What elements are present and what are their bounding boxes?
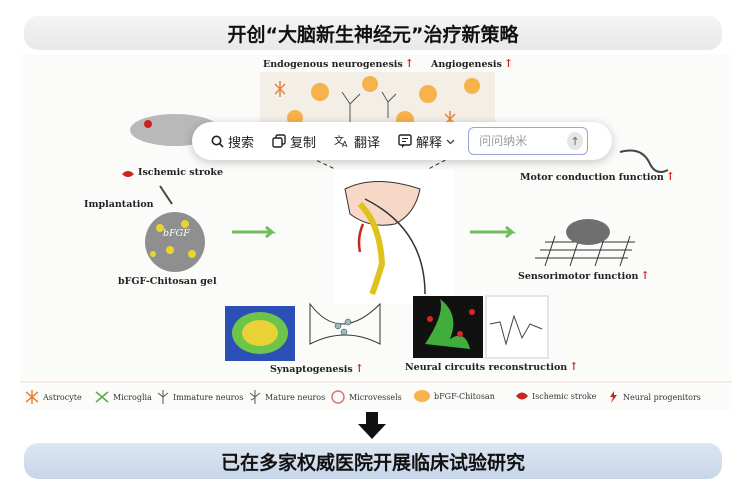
legend-immature-neuron: Immature neuros xyxy=(156,390,243,404)
neural-progenitor-icon xyxy=(610,391,617,403)
top-banner: 开创“大脑新生神经元”治疗新策略 xyxy=(24,16,722,50)
search-label: 搜索 xyxy=(228,135,255,151)
arrow-down-icon xyxy=(358,412,386,439)
search-icon xyxy=(211,135,224,148)
bfgf-gel-circle xyxy=(145,212,205,272)
legend-microglia: Microglia xyxy=(94,390,152,404)
implant-arrow xyxy=(159,185,173,205)
bfgf-chitosan-icon xyxy=(414,390,430,402)
explain-label: 解释 xyxy=(416,135,443,151)
copy-button[interactable]: 复制 xyxy=(263,127,325,155)
astrocyte-shapes xyxy=(274,81,456,127)
label-sensorimotor: Sensorimotor function↑ xyxy=(518,269,650,282)
synapse-drawing xyxy=(309,302,381,345)
astrocyte-icon xyxy=(25,390,39,404)
ask-input[interactable] xyxy=(477,133,568,149)
text-selection-toolbar: 搜索 复制 文A 翻译 解释 ↑ xyxy=(192,122,612,160)
legend-microvessel: Microvessels xyxy=(330,389,402,405)
label-synaptogenesis: Synaptogenesis↑ xyxy=(270,362,364,375)
arrow-up-icon: ↑ xyxy=(570,134,580,148)
copy-icon xyxy=(272,134,286,148)
bottom-banner: 已在多家权威医院开展临床试验研究 xyxy=(24,443,722,479)
figure-illustration xyxy=(20,72,732,383)
ischemic-stroke-icon xyxy=(516,392,528,400)
label-motor: Motor conduction function↑ xyxy=(520,170,675,183)
figure-panel: Endogenous neurogenesis↑ Angiogenesis↑ I… xyxy=(20,54,732,410)
mature-neuron-icon xyxy=(249,390,261,404)
brain-tissue xyxy=(344,181,421,226)
label-ischemic-stroke: Ischemic stroke xyxy=(138,167,223,178)
legend-neural-progenitor: Neural progenitors xyxy=(608,390,701,404)
legend-ischemic-stroke: Ischemic stroke xyxy=(515,390,596,402)
translate-icon: 文A xyxy=(334,134,348,148)
mouse-top-right-tail xyxy=(619,149,669,173)
circuit-trace-plot xyxy=(485,295,549,359)
neuron-shapes xyxy=(341,91,397,122)
send-button[interactable]: ↑ xyxy=(567,132,584,150)
legend-mature-neuron: Mature neuros xyxy=(248,390,325,404)
svg-text:文: 文 xyxy=(334,134,344,147)
label-bfgf-gel: bFGF-Chitosan gel xyxy=(118,276,217,287)
translate-label: 翻译 xyxy=(354,135,381,151)
label-bfgf-tag: bFGF xyxy=(163,228,190,239)
label-implantation: Implantation xyxy=(84,199,154,210)
immature-neuron-icon xyxy=(157,390,169,404)
chevron-down-icon xyxy=(446,139,455,144)
stroke-marker xyxy=(122,171,134,177)
microglia-icon xyxy=(95,391,109,403)
microvessel-icon xyxy=(331,390,345,404)
search-button[interactable]: 搜索 xyxy=(202,127,263,155)
legend-bfgf-chitosan: bFGF-Chitosan xyxy=(413,389,495,403)
copy-label: 复制 xyxy=(290,135,317,151)
bottom-banner-title: 已在多家权威医院开展临床试验研究 xyxy=(220,451,525,474)
label-endogenous: Endogenous neurogenesis↑ xyxy=(263,57,414,70)
svg-text:A: A xyxy=(342,140,348,148)
label-angiogenesis: Angiogenesis↑ xyxy=(431,57,514,70)
explain-button[interactable]: 解释 xyxy=(389,127,464,155)
explain-icon xyxy=(398,134,412,148)
arrow-brain-to-mouse xyxy=(470,225,517,239)
top-banner-title: 开创“大脑新生神经元”治疗新策略 xyxy=(227,23,519,46)
arrow-gel-to-brain xyxy=(232,225,277,239)
legend-astrocyte: Astrocyte xyxy=(24,390,82,404)
ask-field[interactable]: ↑ xyxy=(468,127,589,155)
mouse-sensorimotor xyxy=(566,219,610,245)
label-neural-circuits: Neural circuits reconstruction↑ xyxy=(405,360,579,373)
